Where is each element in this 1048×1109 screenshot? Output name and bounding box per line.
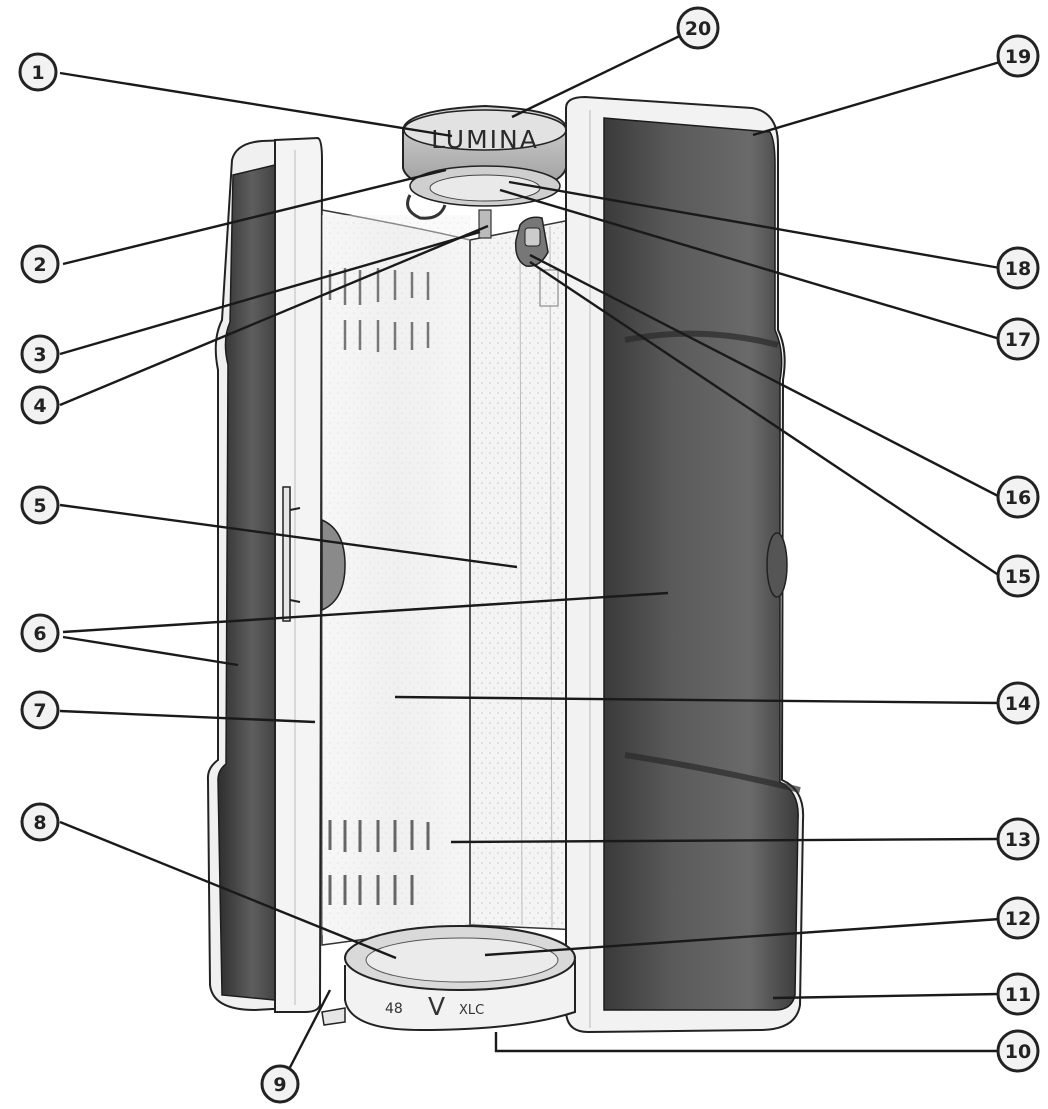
brand-logo: LUMINA — [431, 125, 539, 154]
svg-text:2: 2 — [33, 254, 46, 276]
svg-text:19: 19 — [1005, 46, 1031, 68]
callout-8: 8 — [20, 802, 60, 842]
callout-1: 1 — [18, 52, 58, 92]
inner-cabin — [321, 209, 581, 946]
callout-2: 2 — [20, 244, 60, 284]
lower-vents — [328, 820, 430, 905]
callout-7: 7 — [20, 690, 60, 730]
callout-6: 6 — [20, 613, 60, 653]
model-letter: V — [428, 992, 445, 1021]
svg-text:5: 5 — [33, 495, 46, 517]
upper-vents — [328, 268, 430, 352]
model-suffix: XLC — [459, 1003, 484, 1018]
callout-12: 12 — [996, 896, 1040, 940]
door-handle[interactable] — [282, 486, 291, 622]
floor-base: 48 V XLC — [321, 925, 576, 1032]
callout-4: 4 — [20, 385, 60, 425]
callout-19: 19 — [996, 34, 1040, 78]
speaker-grille — [766, 532, 788, 598]
callout-16: 16 — [996, 475, 1040, 519]
svg-text:14: 14 — [1005, 693, 1031, 715]
callout-11: 11 — [996, 972, 1040, 1016]
control-unit[interactable] — [514, 216, 559, 307]
svg-text:6: 6 — [33, 623, 46, 645]
right-door — [565, 95, 805, 1034]
callout-10: 10 — [996, 1029, 1040, 1073]
svg-text:1: 1 — [31, 62, 44, 84]
svg-text:10: 10 — [1005, 1041, 1031, 1063]
svg-text:4: 4 — [33, 395, 46, 417]
callout-13: 13 — [996, 817, 1040, 861]
callout-5: 5 — [20, 485, 60, 525]
svg-text:16: 16 — [1005, 487, 1031, 509]
svg-text:8: 8 — [33, 812, 46, 834]
svg-text:9: 9 — [273, 1074, 286, 1096]
svg-text:11: 11 — [1005, 984, 1031, 1006]
svg-text:7: 7 — [33, 700, 46, 722]
callout-18: 18 — [996, 246, 1040, 290]
left-door — [206, 136, 324, 1013]
callout-9: 9 — [260, 1064, 300, 1104]
top-canopy: LUMINA — [402, 104, 567, 239]
svg-text:3: 3 — [33, 344, 46, 366]
svg-text:12: 12 — [1005, 908, 1031, 930]
svg-text:15: 15 — [1005, 566, 1031, 588]
svg-text:18: 18 — [1005, 258, 1031, 280]
svg-text:17: 17 — [1005, 329, 1031, 351]
callout-15: 15 — [996, 554, 1040, 598]
leader-lines — [59, 29, 1001, 1080]
svg-text:20: 20 — [685, 18, 711, 40]
model-number: 48 — [385, 1001, 403, 1017]
callout-14: 14 — [996, 681, 1040, 725]
callout-20: 20 — [676, 6, 720, 50]
svg-text:13: 13 — [1005, 829, 1031, 851]
callout-17: 17 — [996, 317, 1040, 361]
callout-3: 3 — [20, 334, 60, 374]
